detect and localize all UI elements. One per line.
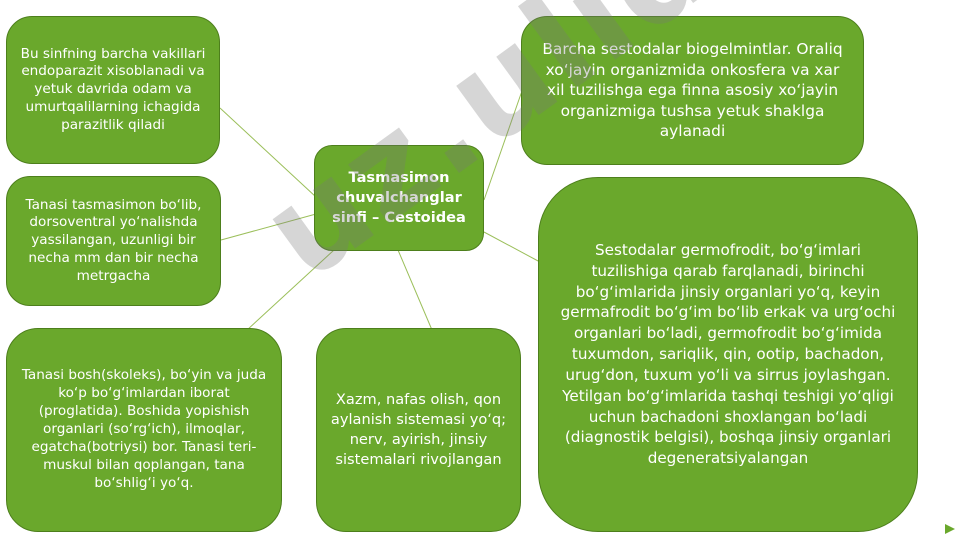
node-top-left-text: Bu sinfning barcha vakillari endoparazit…: [20, 45, 206, 133]
connector-top-right: [483, 87, 524, 201]
node-top-left: Bu sinfning barcha vakillari endoparazit…: [6, 16, 220, 164]
play-triangle-icon: [945, 524, 955, 534]
connector-bottom-right: [483, 231, 541, 263]
node-bottom-left-text: Tanasi bosh(skoleks), bo‘yin va juda ko‘…: [21, 367, 267, 491]
node-center-title: Tasmasimon chuvalchanglar sinfi – Cestoi…: [332, 169, 466, 226]
connector-middle-left: [220, 213, 317, 241]
node-bottom-center-text: Xazm, nafas olish, qon aylanish sistemas…: [330, 390, 507, 469]
node-top-right: Barcha sestodalar biogelmintlar. Oraliq …: [521, 16, 864, 165]
connector-top-left: [219, 107, 317, 198]
connector-bottom-left: [233, 249, 335, 343]
node-middle-left: Tanasi tasmasimon bo‘lib, dorsoventral y…: [6, 176, 221, 306]
node-bottom-right-text: Sestodalar germofrodit, bo‘g‘imlari tuzi…: [560, 240, 896, 468]
connector-bottom-center: [397, 249, 433, 331]
node-bottom-left: Tanasi bosh(skoleks), bo‘yin va juda ko‘…: [6, 328, 282, 532]
node-top-right-text: Barcha sestodalar biogelmintlar. Oraliq …: [542, 39, 843, 141]
node-center: Tasmasimon chuvalchanglar sinfi – Cestoi…: [314, 145, 484, 251]
node-middle-left-text: Tanasi tasmasimon bo‘lib, dorsoventral y…: [25, 196, 202, 284]
node-bottom-right: Sestodalar germofrodit, bo‘g‘imlari tuzi…: [538, 177, 918, 532]
node-bottom-center: Xazm, nafas olish, qon aylanish sistemas…: [316, 328, 521, 532]
